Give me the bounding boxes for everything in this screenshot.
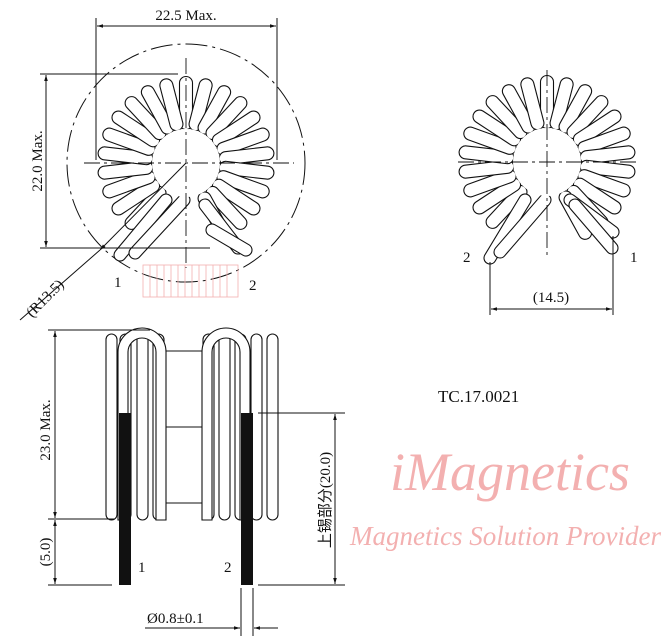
wire-diameter-label: Ø0.8±0.1 [147,611,204,627]
tinned-lead-2 [241,413,253,585]
side-winding-turn [218,333,231,521]
pin-spacing-label: (14.5) [533,290,569,306]
pin-2-label-right: 2 [463,250,471,266]
outer-radius-circle [66,43,306,283]
pin-1-label: 1 [114,275,122,291]
pin-1-label-right: 1 [630,250,638,266]
top-view-left: 22.5 Max. 22.0 Max. (R13.5) 1 2 [19,8,306,321]
watermark-logo [142,264,239,298]
watermark: iMagnetics Magnetics Solution Provider [142,264,661,551]
toroid-windings-left [97,75,275,262]
tinned-length-label: 上锡部分(20.0) [317,452,334,548]
side-winding-turn [105,333,118,521]
pin-2-label: 2 [249,278,257,294]
tinned-lead-1 [119,413,131,585]
side-height-label: 23.0 Max. [38,399,54,460]
part-number: TC.17.0021 [438,387,519,406]
toroid-windings-right [458,74,636,265]
lead-wire [205,223,253,257]
side-view: 23.0 Max. (5.0) 上锡部分(20.0) Ø0.8±0.1 1 2 [38,327,345,636]
top-view-right: (14.5) 2 1 [458,70,638,315]
height-label: 22.0 Max. [30,130,46,191]
watermark-tagline: Magnetics Solution Provider [349,521,661,551]
side-winding-turn [266,333,279,521]
side-winding-turn [136,333,149,521]
radius-label: (R13.5) [24,277,68,321]
lead-length-label: (5.0) [38,538,54,567]
watermark-brand: iMagnetics [390,442,630,502]
lead-wire [568,198,619,255]
width-label: 22.5 Max. [155,8,216,24]
side-pin-1-label: 1 [138,560,146,576]
radius-leader [99,162,187,251]
side-pin-2-label: 2 [224,560,232,576]
